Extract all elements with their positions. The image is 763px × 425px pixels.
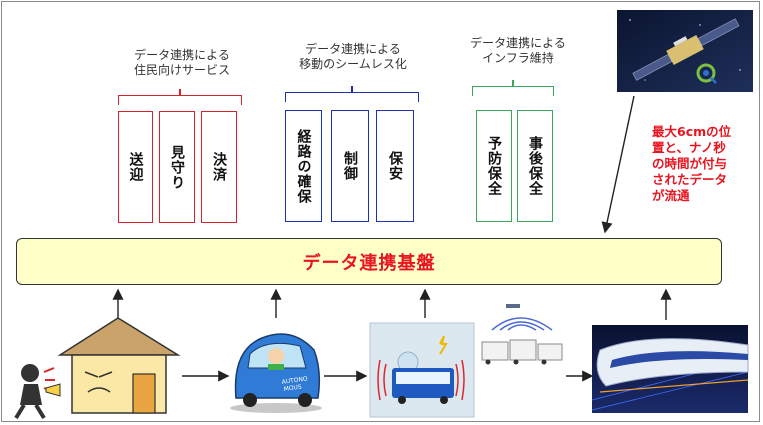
car-body-text-1: AUTONO xyxy=(281,375,308,386)
satellite-image xyxy=(617,10,753,92)
service-label-pickup: 送迎 xyxy=(127,152,144,182)
group-label-mobility: データ連携による 移動のシームレス化 xyxy=(299,42,407,71)
service-box-pickup: 送迎 xyxy=(118,111,153,223)
group-label-residents: データ連携による 住民向けサービス xyxy=(133,48,230,77)
service-label-preventive: 予防保全 xyxy=(486,136,502,196)
service-box-watch: 見守り xyxy=(159,111,195,223)
car-body-text-2: MOUS xyxy=(283,384,302,393)
house-illustration xyxy=(57,317,181,414)
arrow-satellite-down xyxy=(601,95,635,234)
bracket-residents xyxy=(118,89,242,105)
bracket-infrastructure xyxy=(472,80,554,96)
service-box-payment: 決済 xyxy=(201,111,237,223)
autonomous-car-illustration: AUTONO MOUS xyxy=(230,333,322,413)
train-illustration xyxy=(591,325,749,413)
service-label-safety: 保安 xyxy=(387,151,403,181)
trucks-illustration xyxy=(481,304,563,365)
bracket-mobility xyxy=(285,86,419,102)
service-label-route: 経路の確保 xyxy=(295,128,312,204)
service-box-safety: 保安 xyxy=(376,110,414,222)
service-box-preventive: 予防保全 xyxy=(476,110,512,222)
data-platform-bar: データ連携基盤 xyxy=(16,238,722,285)
bus-illustration xyxy=(369,322,475,418)
intruder-icon xyxy=(14,364,55,420)
service-label-corrective: 事後保全 xyxy=(527,136,543,196)
service-box-route: 経路の確保 xyxy=(285,110,322,222)
service-label-control: 制御 xyxy=(342,151,358,181)
alarm-icon xyxy=(45,383,61,397)
service-box-control: 制御 xyxy=(331,110,369,222)
satellite-note: 最大6cmの位 置と、ナノ秒 の時間が付与 されたデータ が流通 xyxy=(652,124,732,203)
satellite-icon xyxy=(632,18,740,81)
service-box-corrective: 事後保全 xyxy=(517,110,553,222)
service-label-watch: 見守り xyxy=(169,144,185,190)
qzss-logo-icon xyxy=(696,63,717,84)
data-platform-label: データ連携基盤 xyxy=(302,252,436,274)
group-label-infrastructure: データ連携による インフラ維持 xyxy=(470,36,566,65)
service-label-payment: 決済 xyxy=(211,152,227,182)
